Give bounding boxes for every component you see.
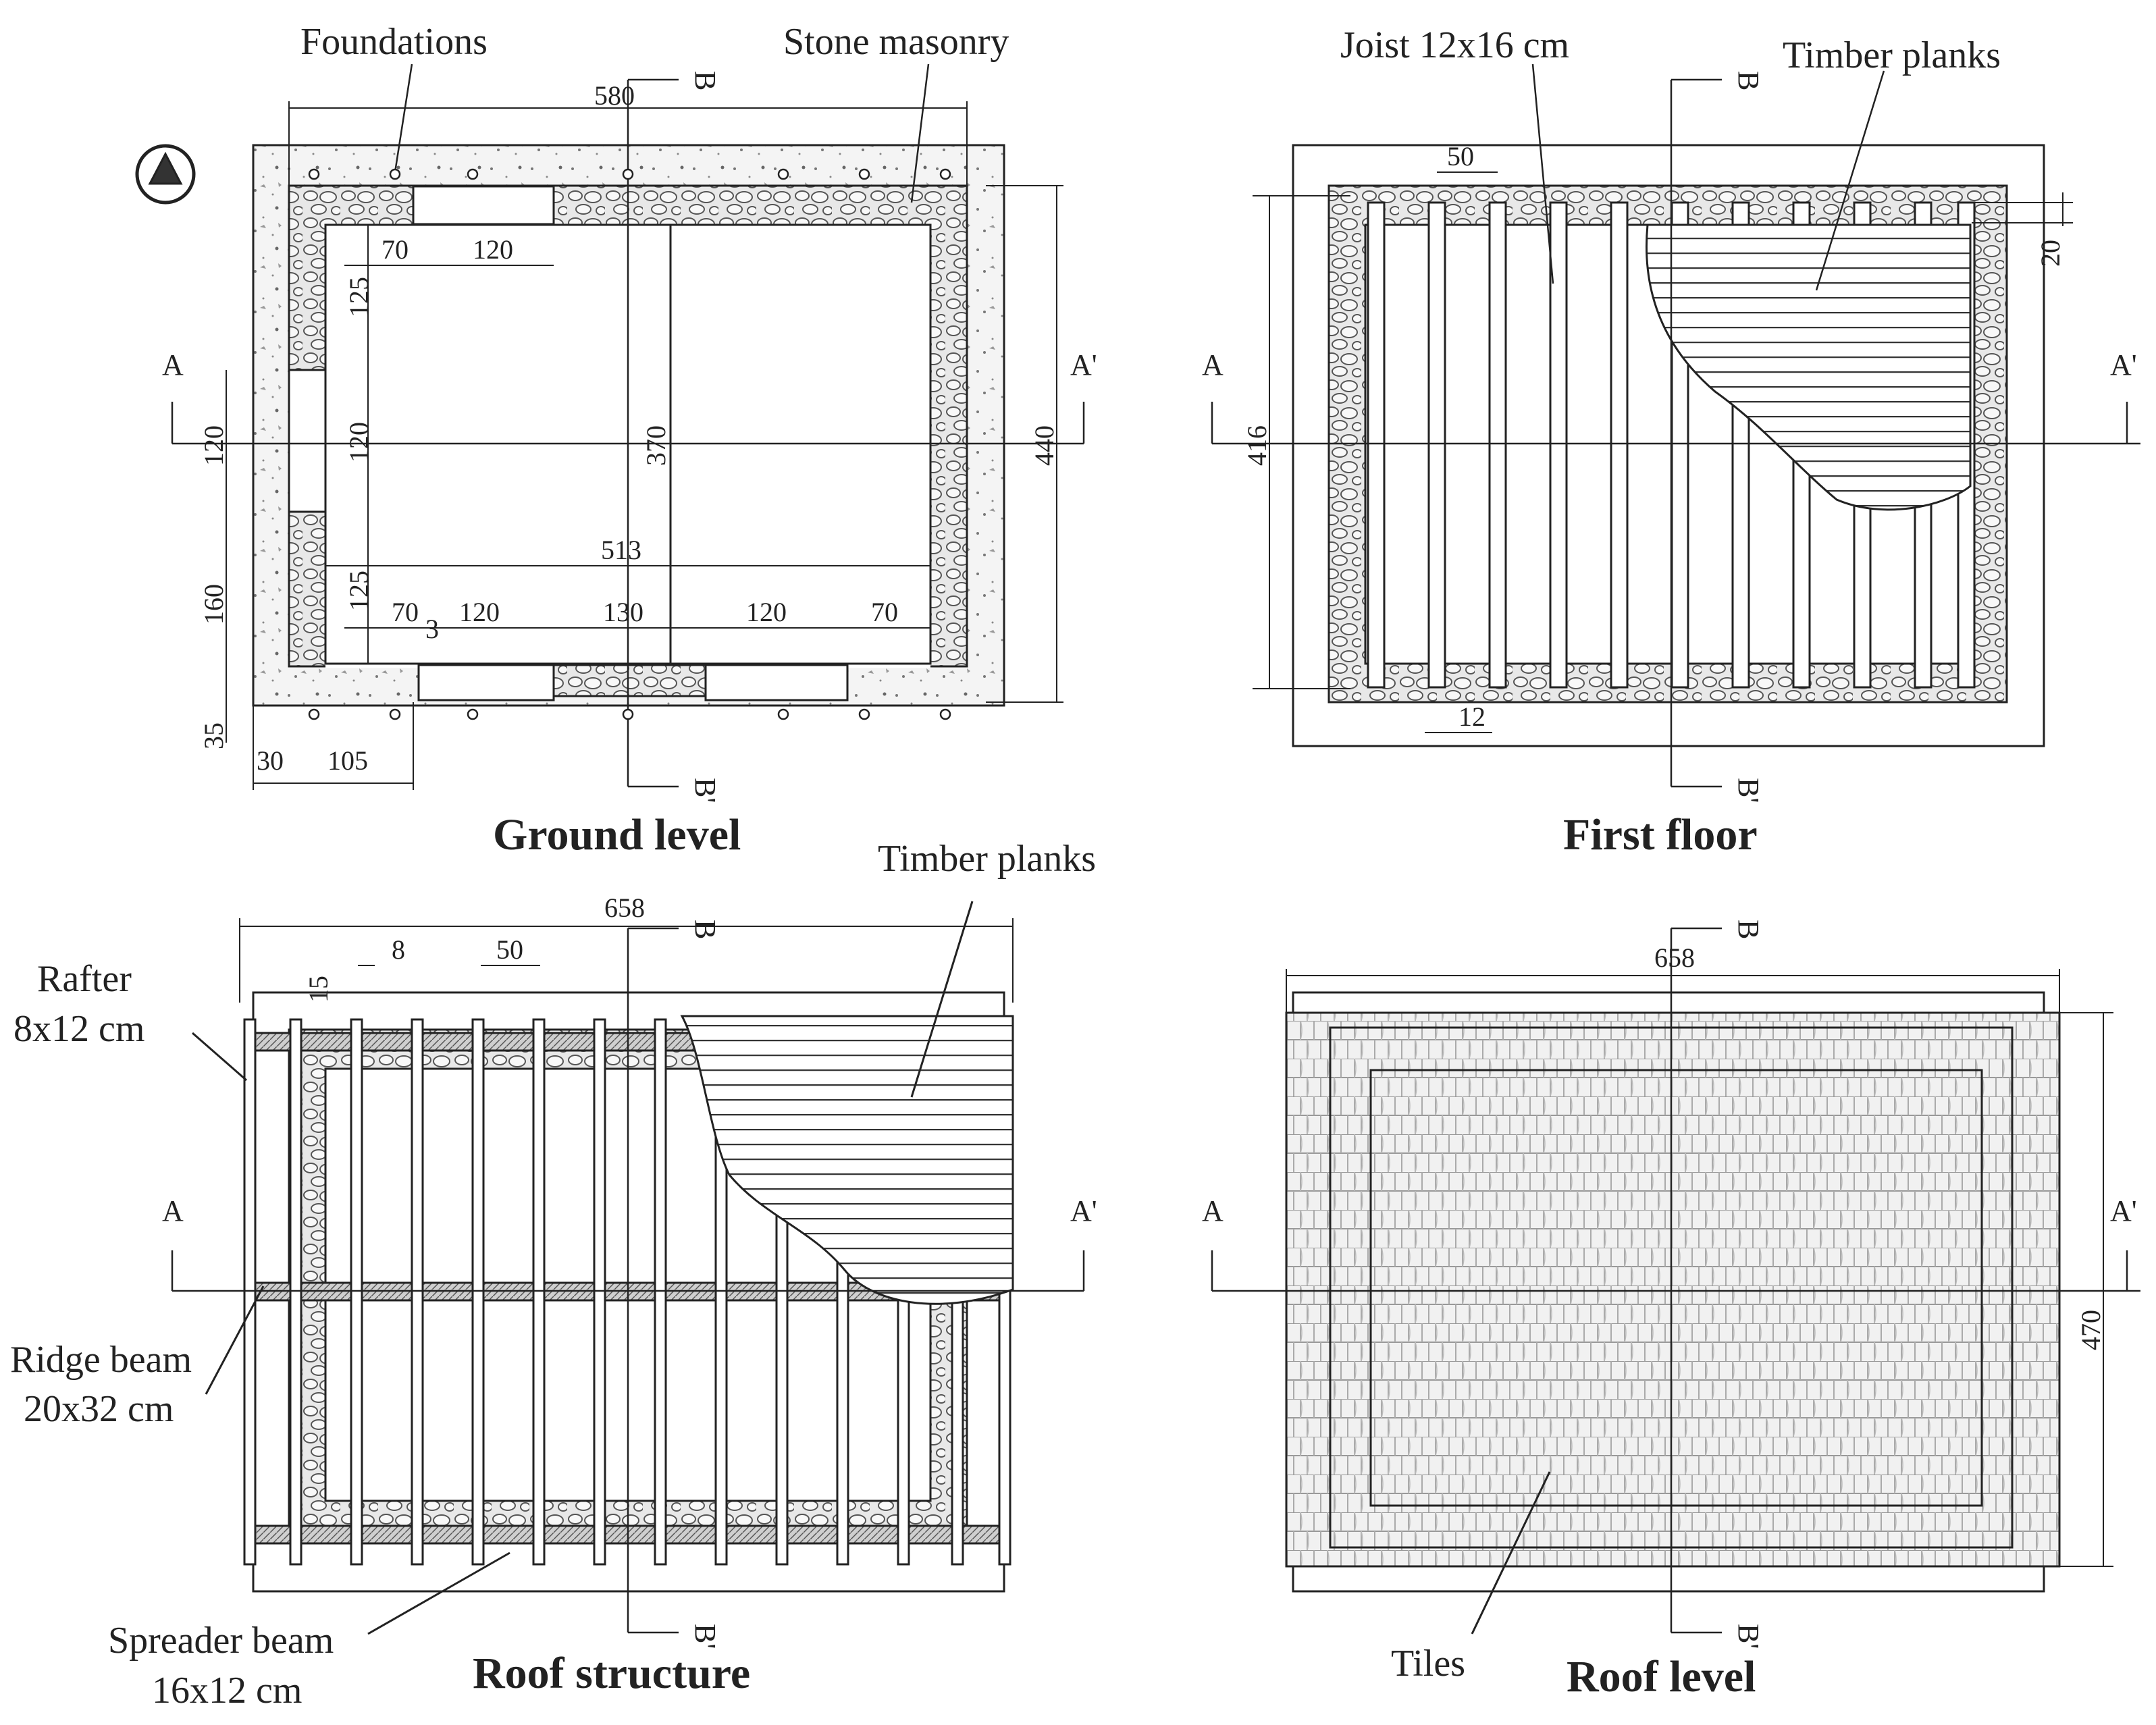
section-a-ground: A — [162, 348, 184, 381]
section-a-prime-roof: A' — [1070, 1194, 1097, 1227]
foundation-dots — [308, 168, 951, 720]
dim-70-top: 70 — [382, 234, 409, 265]
roof-timber-planks — [680, 1015, 1014, 1305]
dim-8: 8 — [392, 934, 405, 965]
dim-15: 15 — [303, 976, 334, 1003]
roof-level-title: Roof level — [1567, 1652, 1756, 1701]
dim-120-top: 120 — [473, 234, 513, 265]
dim-658-roof-level: 658 — [1654, 943, 1695, 973]
roof-structure-title: Roof structure — [473, 1649, 750, 1698]
dim-3: 3 — [425, 614, 439, 644]
first-floor-timber-planks — [1645, 223, 1972, 511]
first-floor-plan — [1211, 63, 2140, 788]
dim-440: 440 — [1029, 425, 1059, 466]
section-a-roof: A — [162, 1194, 184, 1227]
ridge-label-1: Ridge beam — [10, 1339, 192, 1381]
first-floor-title: First floor — [1563, 810, 1758, 859]
timber-planks-roof-label: Timber planks — [878, 838, 1096, 880]
spreader-label-1: Spreader beam — [108, 1620, 334, 1662]
ground-level-title: Ground level — [493, 810, 741, 859]
dim-370: 370 — [641, 425, 671, 466]
dim-120-b4: 120 — [746, 597, 787, 627]
dim-416: 416 — [1242, 425, 1272, 466]
foundations-label: Foundations — [300, 21, 488, 63]
dim-120-mid: 120 — [344, 422, 374, 462]
top-door-opening — [412, 185, 555, 225]
roof-level-plan — [1211, 927, 2140, 1635]
left-window-opening — [288, 369, 327, 513]
dim-70-b1: 70 — [392, 597, 419, 627]
dim-20: 20 — [2035, 240, 2066, 267]
bottom-opening-1 — [417, 664, 555, 701]
timber-planks-first-label: Timber planks — [1783, 34, 2001, 76]
dim-rafter-spacing: 50 — [496, 934, 523, 965]
dim-105: 105 — [327, 745, 368, 776]
dim-125-top: 125 — [344, 277, 374, 317]
section-b-roof-level: B — [1732, 920, 1765, 939]
section-a-first: A — [1202, 348, 1224, 381]
dim-120-b2: 120 — [459, 597, 500, 627]
dim-joist-spacing: 50 — [1447, 141, 1474, 171]
tiles-label: Tiles — [1391, 1643, 1465, 1684]
dim-160: 160 — [199, 584, 229, 625]
section-b-prime-roof-level: B' — [1732, 1624, 1765, 1649]
section-a-prime-first: A' — [2110, 348, 2137, 381]
joist-label: Joist 12x16 cm — [1340, 24, 1569, 66]
dim-513: 513 — [601, 535, 641, 565]
rafter-label-2: 8x12 cm — [14, 1008, 144, 1050]
ground-leaders — [394, 63, 930, 203]
section-a-prime-ground: A' — [1070, 348, 1097, 381]
rafter-label-1: Rafter — [37, 958, 132, 1000]
dim-658-roof: 658 — [604, 893, 645, 923]
dim-470: 470 — [2076, 1310, 2106, 1350]
dim-30: 30 — [257, 745, 284, 776]
ridge-label-2: 20x32 cm — [24, 1388, 174, 1430]
bottom-opening-2 — [704, 664, 849, 701]
section-b-prime-ground: B' — [689, 778, 722, 803]
dim-70-b5: 70 — [871, 597, 898, 627]
stone-masonry-label: Stone masonry — [783, 21, 1009, 63]
section-b-roof: B — [689, 920, 722, 939]
ground-level-plan — [135, 78, 1085, 790]
dim-120-window: 120 — [199, 425, 229, 466]
spreader-label-2: 16x12 cm — [152, 1670, 302, 1711]
dim-joist-width: 12 — [1458, 701, 1485, 732]
section-b-prime-first: B' — [1732, 778, 1765, 803]
dim-35: 35 — [199, 722, 229, 749]
section-a-prime-roof-level: A' — [2110, 1194, 2137, 1227]
dim-125-bottom: 125 — [344, 570, 374, 611]
section-a-roof-level: A — [1202, 1194, 1224, 1227]
section-b-ground: B — [689, 71, 722, 90]
section-b-prime-roof: B' — [689, 1624, 722, 1649]
north-arrow-icon — [135, 144, 196, 205]
dim-130-b3: 130 — [603, 597, 643, 627]
roof-tiles-area — [1285, 1011, 2061, 1568]
dim-580: 580 — [594, 80, 635, 111]
section-b-first: B — [1732, 71, 1765, 90]
roof-structure-plan — [171, 901, 1085, 1635]
